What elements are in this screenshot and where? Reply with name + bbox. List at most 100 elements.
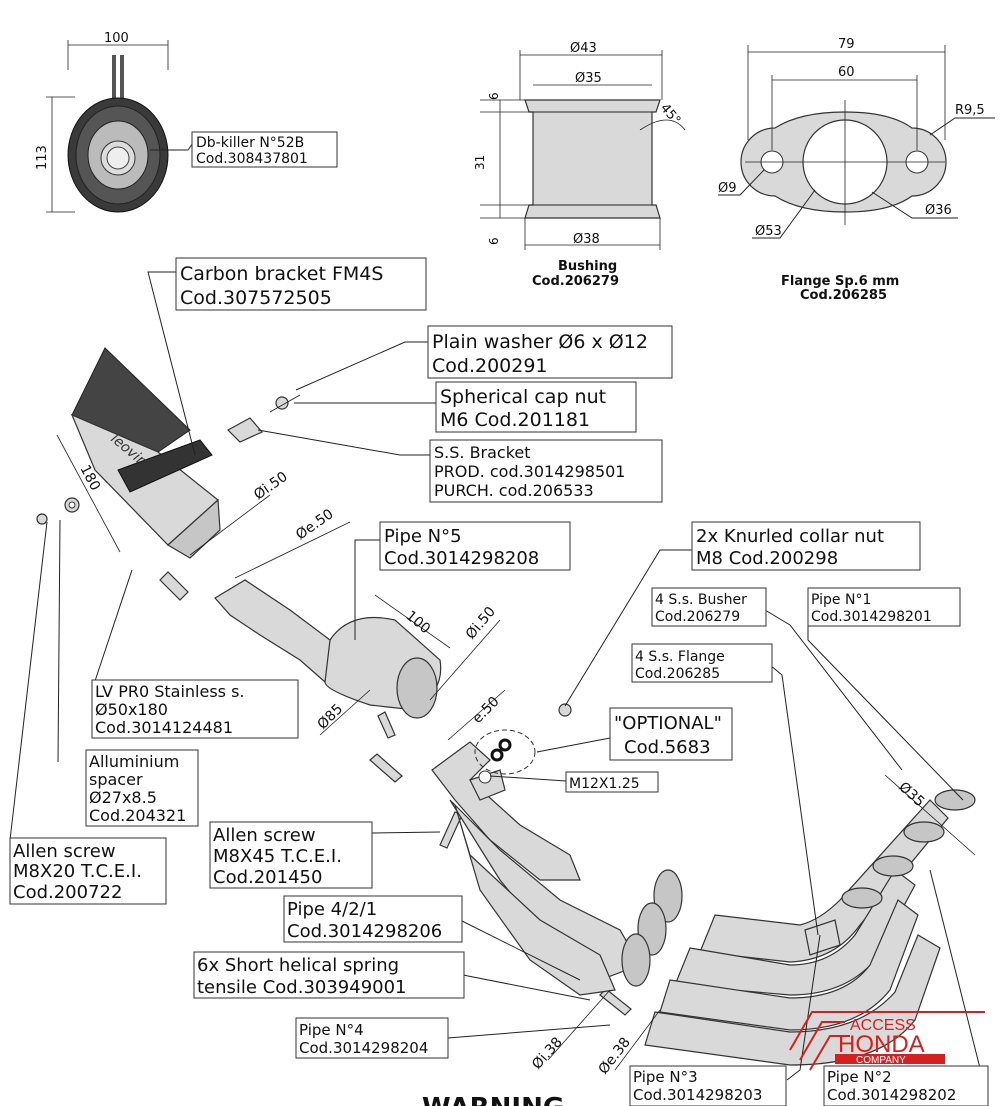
flange-d-big: Ø53 [755, 224, 782, 239]
callout-pipe2: Pipe N°2 Cod.3014298202 [823, 1065, 989, 1106]
bushing-h-top: 6 [487, 92, 501, 100]
callout-allen-m8x45: Allen screw M8X45 T.C.E.I. Cod.201450 [209, 821, 373, 889]
bushing-title-2: Cod.206279 [532, 274, 619, 289]
svg-text:Ø50x180: Ø50x180 [95, 700, 168, 719]
logo-line-3: COMPANY [856, 1055, 906, 1066]
logo-line-1: ACCESS [850, 1017, 916, 1034]
callout-optional: "OPTIONAL" Cod.5683 [609, 707, 733, 761]
callout-carbon-bracket: Carbon bracket FM4S Cod.307572505 [175, 257, 427, 311]
svg-text:4 S.s. Flange: 4 S.s. Flange [635, 649, 725, 665]
svg-text:Pipe N°4: Pipe N°4 [299, 1021, 364, 1039]
svg-text:Cod.5683: Cod.5683 [624, 737, 711, 758]
callout-ss-bracket: S.S. Bracket PROD. cod.3014298501 PURCH.… [429, 439, 663, 503]
dim-i50-a: Øi.50 [251, 469, 291, 503]
bushing-h-bottom: 6 [487, 237, 501, 245]
bushing-h-mid: 31 [473, 155, 487, 170]
svg-text:"OPTIONAL": "OPTIONAL" [614, 713, 722, 734]
warning-title: WARNING [422, 1093, 564, 1106]
callout-busher: 4 S.s. Busher Cod.206279 [651, 587, 767, 627]
svg-text:M8X45 T.C.E.I.: M8X45 T.C.E.I. [213, 846, 342, 867]
bushing-drawing: Ø43 Ø35 Ø38 6 31 6 45° Bushing Cod.20627… [473, 41, 686, 289]
svg-text:Cod.200722: Cod.200722 [13, 882, 122, 903]
callout-collar-nut: 2x Knurled collar nut M8 Cod.200298 [691, 521, 921, 571]
svg-text:S.S. Bracket: S.S. Bracket [434, 443, 531, 462]
svg-text:Cod.204321: Cod.204321 [89, 806, 186, 825]
callout-m12: M12X1.25 [565, 771, 659, 793]
flange-title-2: Cod.206285 [800, 288, 887, 303]
svg-text:Pipe N°3: Pipe N°3 [633, 1068, 698, 1086]
svg-text:Cod.3014298206: Cod.3014298206 [287, 921, 442, 942]
svg-text:Pipe N°1: Pipe N°1 [811, 592, 871, 608]
logo-line-2: HONDA [838, 1031, 925, 1058]
svg-text:Cod.3014298208: Cod.3014298208 [384, 548, 539, 569]
svg-text:M8X20 T.C.E.I.: M8X20 T.C.E.I. [13, 861, 142, 882]
svg-text:Cod.3014298201: Cod.3014298201 [811, 609, 932, 625]
dbkiller-drawing: 100 113 Db-killer N°52B Cod.308437801 [35, 31, 338, 213]
svg-text:Cod.3014298204: Cod.3014298204 [299, 1039, 428, 1057]
bushing-d-bottom: Ø38 [573, 232, 600, 247]
svg-text:Spherical cap nut: Spherical cap nut [440, 386, 606, 408]
leader-lines [9, 271, 984, 1081]
svg-text:Pipe N°5: Pipe N°5 [384, 526, 462, 547]
svg-text:Cod.3014298202: Cod.3014298202 [827, 1086, 956, 1104]
collector-drawing: e.50 Ø35 Øi.38 Øe.38 [431, 689, 976, 1078]
svg-text:Cod.3014298203: Cod.3014298203 [633, 1086, 762, 1104]
callout-spring: 6x Short helical spring tensile Cod.3039… [193, 951, 465, 999]
flange-radius: R9,5 [955, 103, 985, 118]
dim-e38: Øe.38 [596, 1035, 634, 1078]
svg-text:Alluminium: Alluminium [89, 752, 179, 771]
svg-text:Cod.200291: Cod.200291 [432, 355, 548, 377]
dim-d85: Ø85 [315, 701, 347, 733]
svg-text:LV PR0 Stainless s.: LV PR0 Stainless s. [95, 682, 245, 701]
access-honda-logo: ACCESS HONDA COMPANY [789, 1011, 985, 1071]
bushing-d-outer: Ø43 [570, 41, 597, 56]
flange-title-1: Flange Sp.6 mm [781, 274, 899, 289]
svg-text:M8 Cod.200298: M8 Cod.200298 [696, 548, 838, 569]
dbkiller-label-2: Cod.308437801 [196, 151, 308, 167]
callout-pipe5: Pipe N°5 Cod.3014298208 [379, 521, 571, 571]
svg-text:M6 Cod.201181: M6 Cod.201181 [440, 409, 590, 431]
svg-text:6x Short helical spring: 6x Short helical spring [197, 955, 399, 976]
svg-text:Plain washer Ø6 x Ø12: Plain washer Ø6 x Ø12 [432, 331, 648, 353]
svg-text:Pipe N°2: Pipe N°2 [827, 1068, 892, 1086]
svg-text:PROD. cod.3014298501: PROD. cod.3014298501 [434, 462, 625, 481]
svg-text:4 S.s. Busher: 4 S.s. Busher [655, 592, 747, 608]
dbkiller-height: 113 [35, 145, 50, 170]
svg-text:2x Knurled collar nut: 2x Knurled collar nut [696, 526, 884, 547]
hardware-drawing [36, 394, 632, 1016]
svg-text:spacer: spacer [89, 770, 143, 789]
flange-d-small: Ø36 [925, 203, 952, 218]
silencer-drawing: leovince 180 Øi.50 Øe.50 [56, 347, 351, 579]
dbkiller-label-1: Db-killer N°52B [196, 135, 304, 151]
callout-silencer: LV PR0 Stainless s. Ø50x180 Cod.30141244… [91, 679, 299, 739]
pipe5-drawing: 100 Øi.50 Ø85 [214, 579, 501, 739]
svg-text:Ø27x8.5: Ø27x8.5 [89, 788, 157, 807]
flange-w-outer: 79 [838, 37, 855, 52]
callout-pipe1: Pipe N°1 Cod.3014298201 [807, 587, 961, 627]
callout-cap-nut: Spherical cap nut M6 Cod.201181 [435, 381, 637, 433]
svg-text:Cod.3014124481: Cod.3014124481 [95, 718, 233, 737]
flange-w-inner: 60 [838, 65, 855, 80]
svg-text:Cod.201450: Cod.201450 [213, 867, 322, 888]
callout-allen-m8x20: Allen screw M8X20 T.C.E.I. Cod.200722 [9, 837, 167, 905]
callout-ss-flange: 4 S.s. Flange Cod.206285 [631, 643, 773, 683]
svg-text:Allen screw: Allen screw [13, 841, 116, 862]
dim-d35: Ø35 [895, 779, 927, 810]
svg-text:Cod.206279: Cod.206279 [655, 609, 740, 625]
svg-text:tensile Cod.303949001: tensile Cod.303949001 [197, 977, 407, 998]
dim-e50-a: Øe.50 [293, 506, 337, 543]
dim-i50-b: Øi.50 [463, 604, 499, 643]
svg-text:Cod.206285: Cod.206285 [635, 666, 720, 682]
callout-spacer: Alluminium spacer Ø27x8.5 Cod.204321 [85, 749, 199, 827]
svg-text:Pipe 4/2/1: Pipe 4/2/1 [287, 899, 377, 920]
callout-plain-washer: Plain washer Ø6 x Ø12 Cod.200291 [427, 325, 673, 379]
bushing-title-1: Bushing [558, 259, 617, 274]
svg-text:Cod.307572505: Cod.307572505 [180, 287, 332, 309]
svg-text:PURCH. cod.206533: PURCH. cod.206533 [434, 481, 594, 500]
svg-text:Carbon bracket FM4S: Carbon bracket FM4S [180, 263, 383, 285]
callout-pipe3: Pipe N°3 Cod.3014298203 [629, 1065, 787, 1106]
flange-hole: Ø9 [718, 181, 737, 196]
svg-text:M12X1.25: M12X1.25 [569, 776, 640, 792]
dbkiller-width: 100 [104, 31, 129, 46]
